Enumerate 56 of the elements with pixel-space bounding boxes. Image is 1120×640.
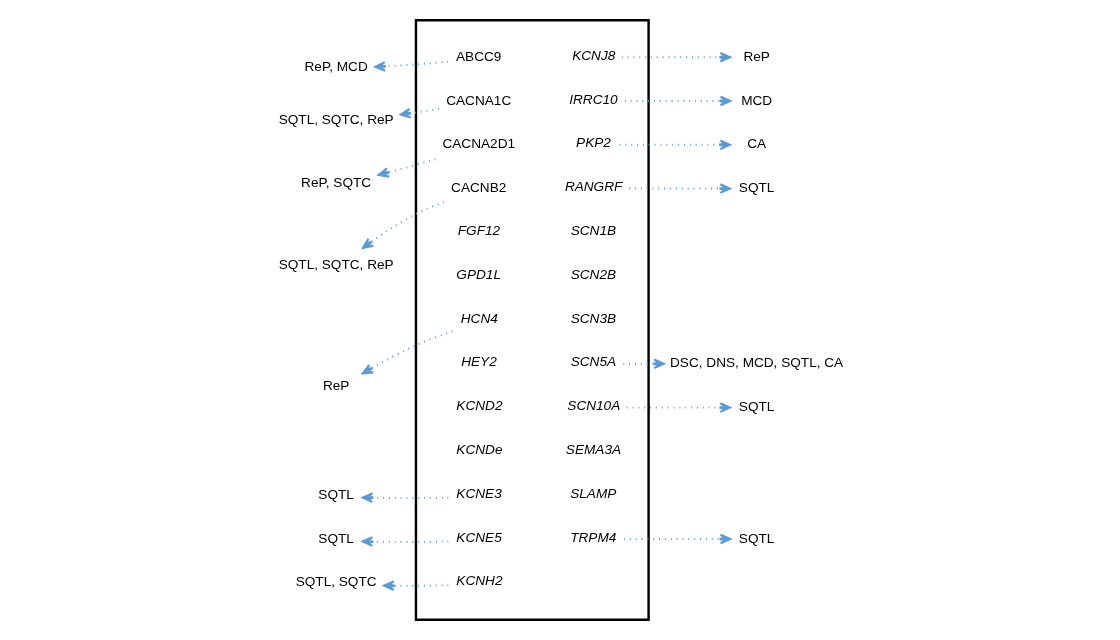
node-text: SLAMP xyxy=(569,485,616,501)
node-text: KCNH2 xyxy=(455,573,502,589)
arrow xyxy=(623,95,731,107)
node-text: ReP, MCD xyxy=(304,58,368,74)
node-text: CACNA1C xyxy=(445,92,511,108)
node-text: MCD xyxy=(740,92,772,108)
arrow xyxy=(620,51,731,63)
node-text: SQTL xyxy=(738,530,774,546)
arrow xyxy=(361,330,453,375)
arrow xyxy=(361,492,449,504)
node-text: KCNE3 xyxy=(455,485,502,501)
node-text: KCNJ8 xyxy=(571,47,615,63)
node-text: SQTL, SQTC, ReP xyxy=(278,257,394,273)
node-text: RANGRF xyxy=(564,179,622,195)
node-text: IRRC10 xyxy=(568,91,618,107)
node-text: SQTL xyxy=(738,399,774,415)
node-text: ReP xyxy=(742,48,770,64)
arrow xyxy=(618,139,731,151)
node-text: CA xyxy=(746,136,766,152)
node-text: DSC, DNS, MCD, SQTL, CA xyxy=(669,355,843,371)
node-text: CACNA2D1 xyxy=(441,136,515,152)
node-text: SCN10A xyxy=(566,398,620,414)
node-text: SCN1B xyxy=(570,223,616,239)
arrow xyxy=(377,158,436,178)
node-text: ReP xyxy=(322,377,349,393)
node-text: SQTL, SQTC, ReP xyxy=(278,112,394,128)
arrow xyxy=(361,201,445,249)
node-text: SCN5A xyxy=(570,354,616,370)
arrow xyxy=(625,402,731,413)
node-text: SQTL xyxy=(738,180,774,196)
arrow xyxy=(621,358,665,370)
node-text: FGF12 xyxy=(457,223,500,239)
node-text: SEMA3A xyxy=(565,442,621,458)
node-text: CACNB2 xyxy=(450,180,506,196)
node-text: KCNDe xyxy=(455,442,502,458)
arrow xyxy=(627,183,731,194)
node-text: KCNE5 xyxy=(455,529,502,545)
arrow xyxy=(361,536,449,547)
node-text: SQTL xyxy=(317,530,354,546)
node-text: GPD1L xyxy=(455,266,501,282)
node-text: TRPM4 xyxy=(569,529,616,545)
node-text: SQTL xyxy=(317,486,354,502)
arrow xyxy=(398,107,440,119)
node-text: ReP, SQTC xyxy=(300,175,371,191)
arrow xyxy=(373,60,449,72)
arrow xyxy=(382,580,449,592)
node-text: SQTL, SQTC xyxy=(295,574,377,590)
node-text: HEY2 xyxy=(460,354,497,370)
node-text: ABCC9 xyxy=(455,48,501,64)
node-text: KCND2 xyxy=(455,398,502,414)
node-text: SCN3B xyxy=(570,310,616,326)
node-text: PKP2 xyxy=(575,135,611,151)
node-text: HCN4 xyxy=(460,310,498,326)
arrow xyxy=(622,533,731,545)
node-text: SCN2B xyxy=(570,266,616,282)
cluster xyxy=(414,19,650,621)
